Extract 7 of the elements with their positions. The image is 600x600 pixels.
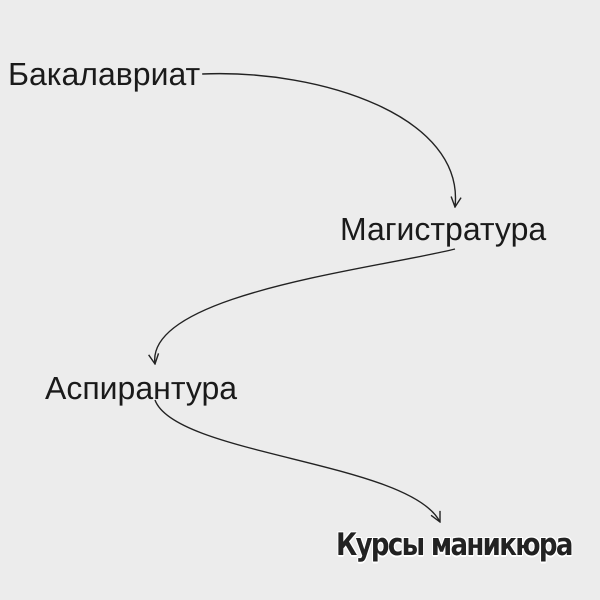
stage-label: Аспирантура (45, 372, 238, 404)
stage-label: Магистратура (340, 213, 546, 245)
meme-caption: Курсы маникюра (336, 530, 572, 561)
curved-arrow (202, 73, 460, 208)
stage-label: Бакалавриат (8, 58, 200, 90)
curved-arrow (150, 248, 456, 365)
curved-arrow (154, 400, 441, 523)
